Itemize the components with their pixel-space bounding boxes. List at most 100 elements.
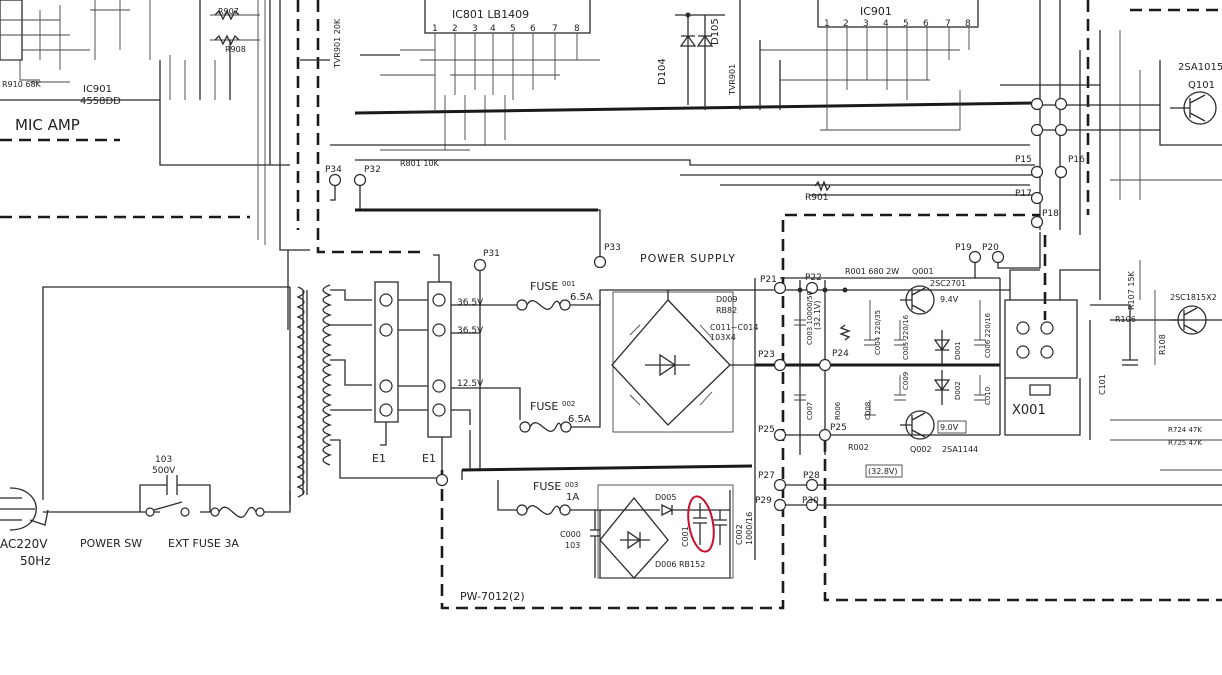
connector-e1-right: E1 (398, 254, 452, 465)
fuse003-id: 003 (565, 481, 578, 489)
resistor-r907 (214, 9, 240, 21)
q101-section: 2SA1015 Q101 (1099, 30, 1222, 235)
ic901-part-label: 4558DD (80, 96, 121, 107)
q002-label: Q002 (910, 445, 932, 454)
zener-d002 (933, 370, 951, 405)
mic-amp-label: MIC AMP (15, 116, 80, 134)
q002-part: 2SA1144 (942, 445, 978, 454)
fuse001-id: 001 (562, 280, 575, 288)
d001-label: D001 (954, 341, 962, 360)
regulator-section: P21 P22 P23 P24 P25 P25 P27 P28 P29 P30 … (754, 232, 1222, 560)
fuse001-value: 6.5A (570, 292, 593, 303)
ic801-pin-3: 3 (472, 24, 478, 34)
c004-label: C004 220/35 (874, 310, 882, 355)
ic901-left-label: IC901 (83, 84, 112, 95)
q101b-label: 2SC1815X2 (1170, 293, 1217, 302)
p28-label: P28 (803, 471, 820, 481)
fuse003-label: FUSE (533, 480, 561, 493)
p34-label: P34 (325, 165, 342, 175)
e1-right-label: E1 (422, 452, 436, 465)
ic901-pin-5: 5 (903, 19, 909, 29)
c007-label: C007 (806, 402, 814, 420)
r106-label: R106 (1115, 315, 1136, 324)
d009-label: D009 (716, 295, 737, 304)
p30-label: P30 (802, 496, 819, 506)
x001-relay: X001 (1004, 269, 1100, 436)
v365-b-label: 36.5V (457, 326, 484, 336)
p16-node (1054, 165, 1068, 179)
q001-label: Q001 (912, 267, 934, 276)
highlight-circle (687, 495, 715, 553)
p18-node (1030, 215, 1044, 229)
c001-electrolytic: C001 (681, 503, 707, 547)
ic901-pin-4: 4 (883, 19, 889, 29)
ic801-pin-7: 7 (552, 24, 558, 34)
c000-value: 103 (565, 541, 580, 550)
tvr901-label: TVR901 20K (333, 18, 342, 69)
p15-label: P15 (1015, 155, 1032, 165)
c001-label: C001 (681, 526, 690, 547)
q001-part: 2SC2701 (930, 279, 966, 288)
r907-label: R907 (218, 7, 239, 16)
c000-label: C000 (560, 530, 581, 539)
c011b-label: 103X4 (710, 333, 736, 342)
ic801-pin-2: 2 (452, 24, 458, 34)
p25a-label: P25 (758, 425, 775, 435)
p29-label: P29 (755, 496, 772, 506)
v90-label: 9.0V (940, 423, 959, 432)
small-bridge-rectifier: D005 D006 RB152 C000 103 C001 C002 1000/… (560, 484, 754, 579)
ac-input-section: 103 500V AC220V 50Hz POWER SW EXT FUSE 3… (0, 286, 291, 568)
ic901-top-label: IC901 (860, 5, 892, 18)
ac-voltage-label: AC220V (0, 537, 48, 551)
board-id-label: PW-7012(2) (460, 590, 525, 603)
fuse-003: FUSE 003 1A (469, 430, 731, 579)
p18-label: P18 (1042, 209, 1059, 219)
x001-label: X001 (1012, 403, 1046, 418)
ext-fuse (210, 506, 265, 518)
p32-label: P32 (364, 165, 381, 175)
r107-label: R107 15K (1127, 270, 1136, 310)
c006-label: C006 220/16 (984, 312, 992, 358)
fuse002-id: 002 (562, 400, 575, 408)
e1-left-label: E1 (372, 452, 386, 465)
p21-label: P21 (760, 275, 777, 285)
c101-label: C101 (1098, 374, 1107, 395)
tvr801-label: TVR901 (728, 64, 737, 96)
board-outlines (0, 0, 1222, 610)
secondary-wiring: P31 P33 36.5V 36.5V 12.5V P34 P32 (325, 165, 753, 487)
r001-label: R001 680 2W (845, 267, 899, 276)
v125-label: 12.5V (457, 379, 484, 389)
p25b-label: P25 (830, 423, 847, 433)
bus-lines-top: R801 10K (330, 101, 1036, 260)
ic901-block: IC901 1 2 3 4 5 6 7 8 TVR901 (728, 0, 979, 131)
q101-label: Q101 (1188, 80, 1215, 91)
ac-plug (0, 487, 49, 531)
v365-a-label: 36.5V (457, 298, 484, 308)
v94-label: 9.4V (940, 295, 959, 304)
fuse002-label: FUSE (530, 400, 558, 413)
r006-label: R006 (834, 401, 842, 420)
ic801-pin-1: 1 (432, 24, 438, 34)
d006-label: D006 RB152 (655, 560, 705, 569)
p17-label: P17 (1015, 189, 1032, 199)
ic801-pin-8: 8 (574, 24, 580, 34)
power-supply-title: POWER SUPPLY (640, 252, 736, 265)
fuse002-value: 6.5A (568, 414, 591, 425)
q101-part-label: 2SA1015 (1178, 62, 1222, 73)
c002-label: C002 (735, 524, 744, 545)
ic901-pin-1: 1 (824, 19, 830, 29)
p33-label: P33 (604, 243, 621, 253)
ic901-pin-6: 6 (923, 19, 929, 29)
p19-label: P19 (955, 243, 972, 253)
connector-e1-left: E1 (372, 281, 399, 465)
fuse001-label: FUSE (530, 280, 558, 293)
c010-label: C010 (984, 387, 992, 405)
c009-label: C009 (902, 372, 910, 390)
p24-label: P24 (832, 349, 849, 359)
q001-transistor (900, 285, 935, 315)
p16-label: P16 (1068, 155, 1085, 165)
p27-label: P27 (758, 471, 775, 481)
r125-label: R725 47K (1168, 439, 1202, 447)
cap-500v-label: 500V (152, 466, 176, 476)
ic901-pin-3: 3 (863, 19, 869, 29)
